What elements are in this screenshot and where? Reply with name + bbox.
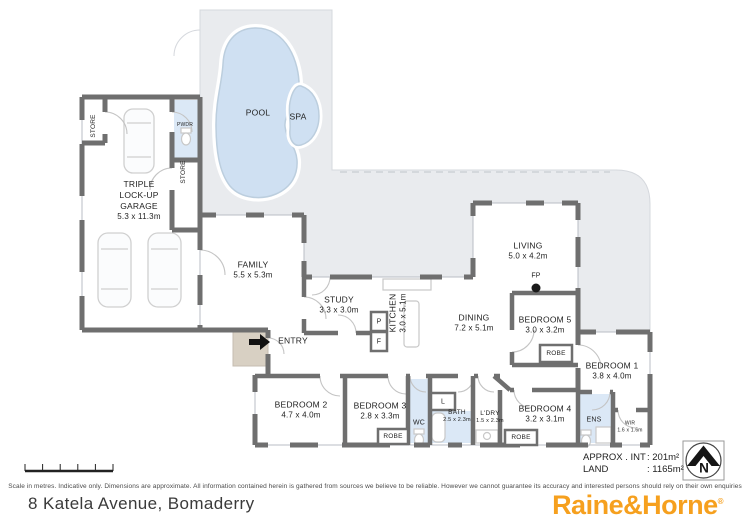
room-label-store-top: STORE xyxy=(89,114,97,138)
room-label-spa: SPA xyxy=(289,111,307,122)
room-label-store-mid: STORE xyxy=(179,160,187,184)
room-label-entry: ENTRY xyxy=(278,335,308,346)
disclaimer-text: Scale in metres. Indicative only. Dimens… xyxy=(8,483,742,490)
approx-int-value: : 201m² xyxy=(647,452,680,463)
area-stats: APPROX . INT: 201m² LAND : 1165m² xyxy=(583,452,684,475)
room-label-ens: ENS xyxy=(586,416,602,424)
room-label-fireplace: FP xyxy=(531,272,541,280)
land-label: LAND xyxy=(583,463,609,475)
scale-bar xyxy=(24,464,114,473)
land-row: LAND : 1165m² xyxy=(583,464,684,476)
robe5-box xyxy=(538,343,574,364)
room-label-fridge: F xyxy=(376,338,382,346)
room-label-robe5: ROBE xyxy=(546,349,566,357)
room-label-wc: WC xyxy=(412,419,426,427)
entry-arrow-icon xyxy=(249,334,270,350)
car-outlines xyxy=(97,108,182,308)
closet-boxes xyxy=(369,310,574,447)
linen-box xyxy=(429,391,457,412)
deck-gate-arc xyxy=(173,29,201,57)
kitchen-bench xyxy=(382,278,432,291)
approx-int-row: APPROX . INT: 201m² xyxy=(583,452,684,464)
exterior-walls xyxy=(200,200,653,448)
fireplace-dot xyxy=(531,283,541,293)
room-label-pantry: P xyxy=(376,318,382,326)
room-label-robe4: ROBE xyxy=(511,433,531,441)
garage-walls xyxy=(79,94,203,333)
registered-mark: ® xyxy=(717,497,724,506)
land-value: : 1165m² xyxy=(647,463,684,475)
room-label-pwdr: PWDR xyxy=(176,121,194,128)
robe3-box xyxy=(376,427,410,446)
robe4-box xyxy=(503,428,539,447)
house-footprint xyxy=(200,203,650,445)
property-address: 8 Katela Avenue, Bomaderry xyxy=(28,494,255,513)
ens-shower xyxy=(595,426,612,444)
door-arcs xyxy=(104,111,637,429)
fridge-box xyxy=(369,330,389,353)
pwdr-toilet xyxy=(180,127,192,146)
compass-north-label: N xyxy=(699,460,709,476)
room-label-robe3: ROBE xyxy=(383,432,403,440)
raine-horne-logo: Raine&Horne® xyxy=(552,490,724,520)
kitchen-island xyxy=(403,300,420,348)
approx-int-label: APPROX . INT xyxy=(583,452,646,463)
room-label-pool: POOL xyxy=(245,107,271,118)
room-label-linen: L xyxy=(440,398,446,406)
north-compass-icon xyxy=(682,440,725,481)
laundry-sink xyxy=(482,431,492,441)
spa-shape xyxy=(285,82,323,149)
